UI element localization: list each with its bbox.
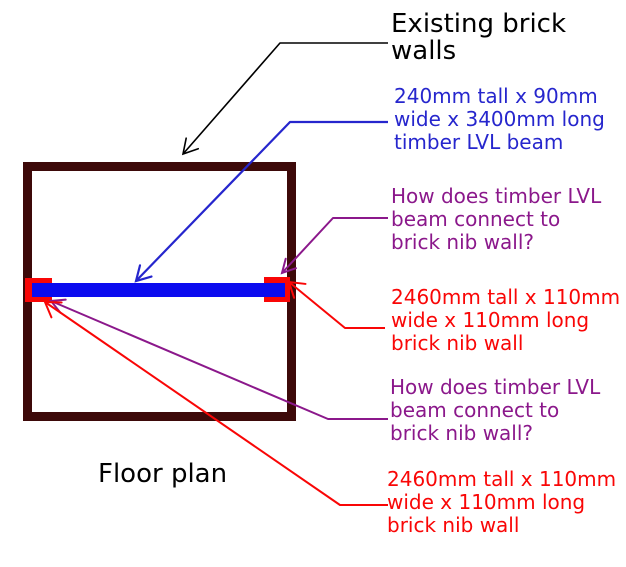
label-existing-brick-walls: Existing brick walls <box>391 9 567 66</box>
leader-lvl-beam <box>134 120 388 283</box>
label-brick-nib-left: 2460mm tall x 110mm wide x 110mm long br… <box>387 467 617 537</box>
lvl-beam <box>32 283 285 297</box>
label-lvl-beam: 240mm tall x 90mm wide x 3400mm long tim… <box>394 84 605 154</box>
plan-caption: Floor plan <box>98 459 228 489</box>
leader-nib-right <box>287 280 385 329</box>
label-brick-nib-right: 2460mm tall x 110mm wide x 110mm long br… <box>391 285 621 355</box>
label-connection-question-left: How does timber LVL beam connect to bric… <box>390 375 601 445</box>
label-connection-question-right: How does timber LVL beam connect to bric… <box>391 184 602 254</box>
leader-connection-left <box>49 298 388 420</box>
leader-existing-walls <box>181 42 388 156</box>
leader-connection-right <box>280 217 388 275</box>
leader-nib-left <box>43 300 388 506</box>
